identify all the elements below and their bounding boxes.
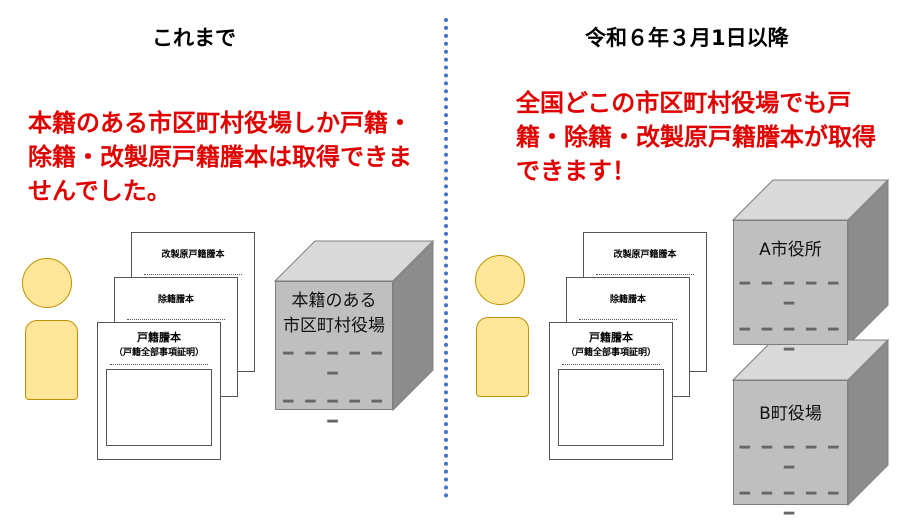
building-a-front: A市役所 ━ ━ ━ ━ ━ ━ ━ ━ ━ ━ ━ ━ — [733, 220, 848, 360]
document-koseki: 戸籍謄本 （戸籍全部事項証明） — [549, 322, 673, 460]
office-label: A市役所 — [759, 240, 822, 260]
building-a — [731, 178, 890, 347]
office-label: B町役場 — [759, 404, 822, 424]
document-koseki: 戸籍謄本 （戸籍全部事項証明） — [97, 322, 221, 460]
left-message: 本籍のある市区町村役場しか戸籍・除籍・改製原戸籍謄本は取得できませんでした。 — [28, 109, 412, 205]
document-subtitle: （戸籍全部事項証明） — [565, 348, 656, 358]
dash-line: ━ ━ ━ ━ ━ ━ — [739, 438, 842, 478]
dash-line: ━ ━ ━ ━ ━ ━ — [739, 320, 842, 360]
dash-line: ━ ━ ━ ━ ━ ━ — [283, 344, 385, 384]
building-b — [731, 338, 890, 507]
document-title: 改製原戸籍謄本 — [161, 250, 225, 260]
building-b-front: B町役場 ━ ━ ━ ━ ━ ━ ━ ━ ━ ━ ━ ━ — [733, 380, 848, 524]
person-head-icon — [475, 255, 525, 305]
right-heading: 令和６年３月1日以降 — [585, 26, 789, 50]
divider — [444, 18, 448, 498]
document-title: 除籍謄本 — [609, 295, 646, 305]
office-label: 本籍のある — [291, 291, 377, 311]
document-title: 除籍謄本 — [157, 295, 194, 305]
person-body-icon — [476, 317, 529, 397]
right-message: 全国どこの市区町村役場でも戸籍・除籍・改製原戸籍謄本が取得できます！ — [516, 89, 876, 185]
document-title: 戸籍謄本 — [137, 331, 181, 344]
office-label: 市区町村役場 — [283, 316, 385, 336]
building-honseki — [273, 239, 435, 412]
document-title: 戸籍謄本 — [589, 331, 633, 344]
document-title: 改製原戸籍謄本 — [613, 250, 677, 260]
building-honseki-front: 本籍のある 市区町村役場 ━ ━ ━ ━ ━ ━ ━ ━ ━ ━ ━ ━ — [275, 281, 393, 432]
person-body-icon — [25, 320, 78, 400]
dash-line: ━ ━ ━ ━ ━ ━ — [739, 484, 842, 524]
left-heading: これまで — [152, 26, 236, 50]
dash-line: ━ ━ ━ ━ ━ ━ — [739, 274, 842, 314]
dash-line: ━ ━ ━ ━ ━ ━ — [283, 392, 385, 432]
document-subtitle: （戸籍全部事項証明） — [113, 348, 204, 358]
person-head-icon — [22, 258, 72, 308]
